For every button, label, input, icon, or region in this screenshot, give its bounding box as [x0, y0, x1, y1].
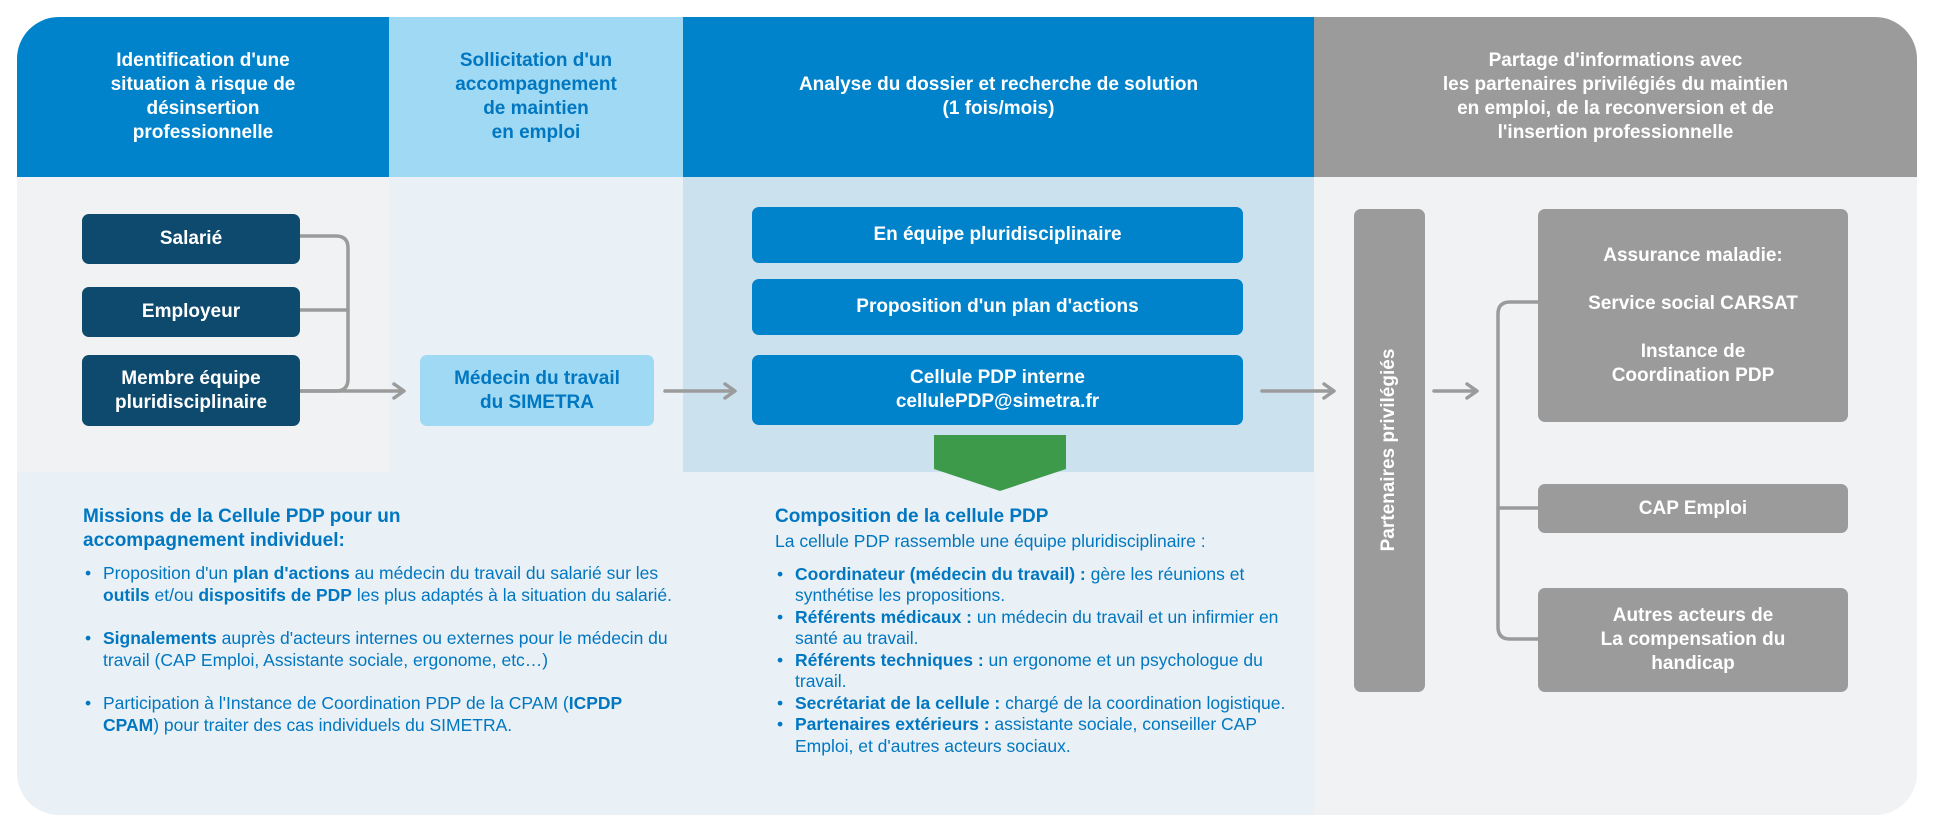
missions-item-text: plan d'actions — [232, 563, 350, 583]
composition-title: Composition de la cellule PDP — [775, 506, 1049, 527]
missions-item-text: les plus adaptés à la situation du salar… — [351, 584, 673, 605]
composition-list: Coordinateur (médecin du travail) : gère… — [775, 564, 1295, 758]
bracket-partenaires — [1496, 300, 1547, 641]
partenaires-vertical-label: Partenaires privilégiés — [1378, 348, 1399, 552]
missions-item-text: ICPDP CPAM — [103, 693, 622, 735]
composition-section: Composition de la cellule PDP La cellule… — [775, 505, 1295, 757]
arrow-sources-head — [392, 382, 406, 400]
header-partage: Partage d'informations avec les partenai… — [1314, 17, 1917, 177]
composition-item: Coordinateur (médecin du travail) : gère… — [775, 564, 1295, 607]
arrow-partenaires-head — [1465, 382, 1479, 400]
missions-item-text: ) pour traiter des cas individuels du SI… — [153, 714, 513, 735]
missions-title: Missions de la Cellule PDP pour un accom… — [83, 506, 401, 551]
analyse-equipe: En équipe pluridisciplinaire — [752, 207, 1243, 263]
composition-item: Partenaires extérieurs : assistante soci… — [775, 714, 1295, 757]
partenaire-cap-emploi: CAP Emploi — [1538, 484, 1848, 533]
composition-item: Référents médicaux : un médecin du trava… — [775, 607, 1295, 650]
composition-item-text: Coordinateur (médecin du travail) : — [795, 563, 1086, 584]
missions-item: Signalements auprès d'acteurs internes o… — [83, 628, 673, 671]
missions-item-text: et/ou — [149, 584, 199, 605]
chevron-down-icon — [934, 435, 1066, 491]
missions-item: Proposition d'un plan d'actions au médec… — [83, 563, 673, 606]
missions-item-text: auprès d'acteurs internes ou externes po… — [103, 628, 668, 670]
composition-item-text: Référents techniques : — [795, 649, 984, 670]
composition-item-text: assistante sociale, conseiller CAP Emplo… — [795, 714, 1257, 756]
missions-item-text: au médecin du travail du salarié sur les — [349, 563, 659, 583]
missions-section: Missions de la Cellule PDP pour un accom… — [83, 505, 673, 736]
header-analyse: Analyse du dossier et recherche de solut… — [683, 17, 1314, 177]
composition-item: Secrétariat de la cellule : chargé de la… — [775, 693, 1295, 715]
partenaires-vertical-bar — [1354, 209, 1425, 692]
composition-item-text: Secrétariat de la cellule : — [795, 692, 1001, 713]
missions-item-text: Signalements — [103, 628, 217, 648]
missions-item-text: dispositifs de PDP — [198, 584, 352, 605]
medecin-box: Médecin du travail du SIMETRA — [420, 355, 654, 426]
arrow-medecin-head — [723, 382, 737, 400]
missions-item-text: Participation à l'Instance de Coordinati… — [103, 693, 569, 713]
partenaire-autres-acteurs: Autres acteurs de La compensation du han… — [1538, 588, 1848, 692]
partenaire-assurance-maladie: Assurance maladie: Service social CARSAT… — [1538, 209, 1848, 422]
analyse-cellule: Cellule PDP interne cellulePDP@simetra.f… — [752, 355, 1243, 425]
header-identification: Identification d'une situation à risque … — [17, 17, 389, 177]
source-salarie: Salarié — [82, 214, 300, 264]
composition-item-text: Référents médicaux : — [795, 606, 973, 627]
missions-list: Proposition d'un plan d'actions au médec… — [83, 563, 673, 736]
composition-item-text: gère les réunions et synthétise les prop… — [795, 563, 1245, 606]
composition-intro: La cellule PDP rassemble une équipe plur… — [775, 531, 1206, 551]
analyse-plan: Proposition d'un plan d'actions — [752, 279, 1243, 335]
source-employeur: Employeur — [82, 287, 300, 337]
missions-item: Participation à l'Instance de Coordinati… — [83, 693, 673, 736]
composition-item-text: un médecin du travail et un infirmier en… — [795, 606, 1279, 649]
missions-item-text: Proposition d'un — [103, 563, 233, 583]
composition-item-text: un ergonome et un psychologue du travail… — [795, 649, 1263, 692]
composition-item-text: Partenaires extérieurs : — [795, 714, 990, 734]
bracket-sources — [298, 234, 350, 393]
composition-item: Référents techniques : un ergonome et un… — [775, 650, 1295, 693]
source-membre-equipe: Membre équipe pluridisciplinaire — [82, 355, 300, 426]
header-sollicitation: Sollicitation d'un accompagnement de mai… — [389, 17, 683, 177]
composition-item-text: chargé de la coordination logistique. — [1000, 692, 1286, 713]
missions-item-text: outils — [103, 584, 150, 605]
arrow-cellule-head — [1322, 382, 1336, 400]
